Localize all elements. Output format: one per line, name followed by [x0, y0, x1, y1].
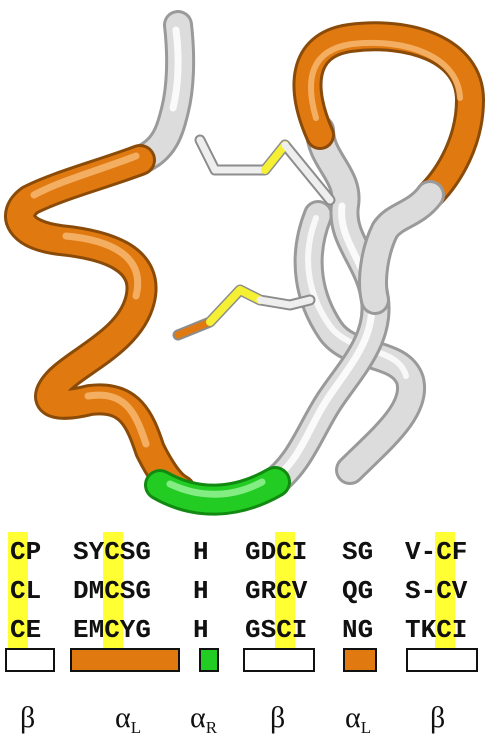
sequence-block: SYCSG	[73, 537, 152, 567]
secondary-structure-box	[243, 648, 315, 672]
secondary-structure-box	[199, 648, 219, 672]
secondary-structure-label: αR	[190, 701, 218, 737]
disulfide-bond-upper	[194, 134, 336, 206]
secondary-structure-label: αL	[115, 701, 142, 737]
sequence-block: S-CV	[405, 576, 468, 606]
secondary-structure-label: β	[270, 701, 286, 734]
orange-helix-left	[4, 144, 196, 506]
secondary-structure-box	[5, 648, 55, 672]
sequence-block: GSCI	[245, 615, 308, 645]
sequence-block: CL	[10, 576, 42, 606]
green-helix-segment	[144, 466, 291, 516]
secondary-structure-label: β	[430, 701, 446, 734]
sequence-block: EMCYG	[73, 615, 152, 645]
sequence-block: DMCSG	[73, 576, 152, 606]
sequence-block: NG	[342, 615, 374, 645]
secondary-structure-label: αL	[345, 701, 372, 737]
sequence-block: GDCI	[245, 537, 308, 567]
cysteine-highlight	[275, 532, 295, 648]
secondary-structure-box	[406, 648, 478, 672]
sequence-block: SG	[342, 537, 374, 567]
sequence-block: H	[193, 537, 209, 567]
orange-loop-top-right	[292, 21, 486, 315]
secondary-structure-label: β	[20, 701, 36, 734]
sequence-block: CP	[10, 537, 42, 567]
protein-structure-figure	[4, 10, 486, 516]
secondary-structure-box	[70, 648, 180, 672]
sequence-block: V-CF	[405, 537, 468, 567]
cysteine-highlight	[8, 532, 28, 648]
secondary-structure-box	[343, 648, 377, 672]
sequence-block: TKCI	[405, 615, 468, 645]
sequence-block: H	[193, 576, 209, 606]
sequence-block: H	[193, 615, 209, 645]
cysteine-highlight	[435, 532, 455, 648]
white-n-terminus	[125, 10, 196, 175]
disulfide-bond-lower	[172, 284, 316, 341]
sequence-block: GRCV	[245, 576, 308, 606]
cysteine-highlight	[103, 532, 123, 648]
sequence-block: CE	[10, 615, 42, 645]
sequence-block: QG	[342, 576, 374, 606]
